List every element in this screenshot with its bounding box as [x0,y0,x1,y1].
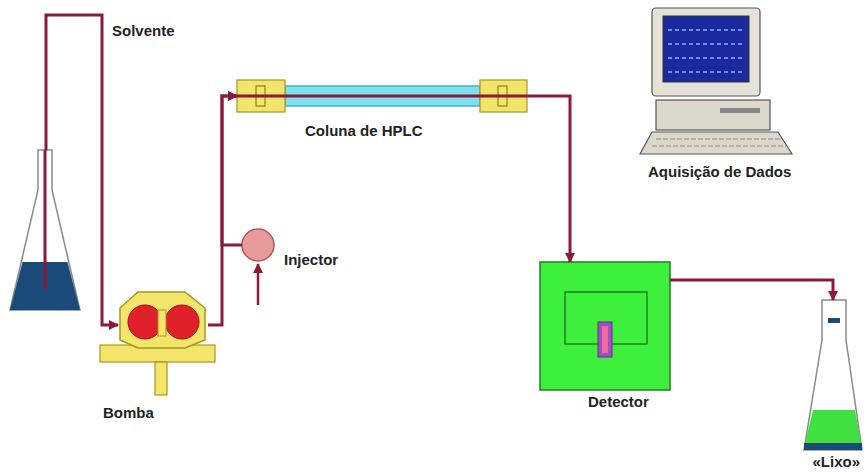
solvent-reservoir: Solvente [10,150,82,310]
waste-node: «Lixo» [804,300,862,450]
solvent-flask [10,150,80,310]
hplc-column [237,80,527,112]
column-node: Coluna de HPLC [237,80,527,112]
injector-valve [242,229,274,305]
waste-flask [804,300,862,450]
pump-node: Bomba [118,290,208,398]
component-label: Coluna de HPLC [305,122,423,139]
component-label: Injector [284,251,338,268]
pump [100,292,215,395]
component-label: Aquisição de Dados [648,163,791,180]
flow-line [670,280,833,300]
detector [540,262,670,390]
component-label: Bomba [103,404,154,421]
flow-line [46,15,118,325]
component-label: «Lixo» [812,453,860,470]
flow-line [527,96,570,262]
flow-line [222,96,242,245]
injector-node: Injector [242,229,274,261]
component-label: Detector [588,393,649,410]
detector-node: Detector [540,262,670,390]
computer [640,8,792,154]
component-label: Solvente [112,22,175,39]
data-acquisition-node: Aquisição de Dados [640,5,795,155]
